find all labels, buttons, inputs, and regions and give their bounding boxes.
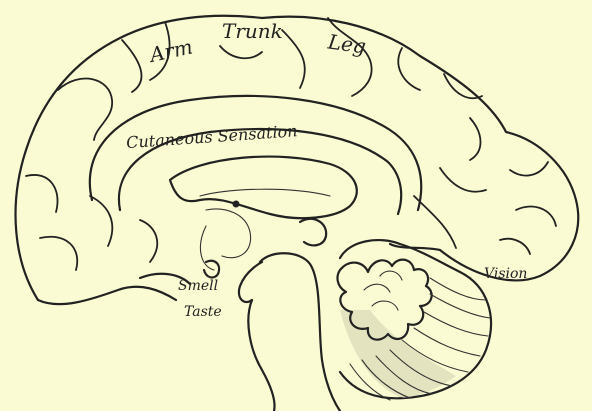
arbor-inner-2 xyxy=(372,301,398,310)
temporal-lower-edge xyxy=(38,287,176,304)
label-leg: Leg xyxy=(326,29,368,58)
thalamus xyxy=(206,209,251,258)
sulcus-11 xyxy=(40,237,77,270)
sulcus-2 xyxy=(122,40,141,92)
sulcus-5 xyxy=(282,30,305,88)
sulcus-9 xyxy=(470,118,481,160)
sulcus-4 xyxy=(220,46,262,58)
label-smell: Smell xyxy=(178,278,218,294)
sulcus-13 xyxy=(140,220,157,262)
label-taste: Taste xyxy=(184,304,222,320)
label-vision: Vision xyxy=(484,266,527,282)
sulcus-15 xyxy=(516,207,556,226)
label-cutaneous-sensation: Cutaneous Sensation xyxy=(126,121,298,152)
hypothalamus xyxy=(200,226,214,270)
pineal xyxy=(300,219,326,246)
fornix xyxy=(200,189,330,196)
corpus-callosum xyxy=(170,157,357,219)
sulcus-10 xyxy=(26,175,58,212)
sulcus-14 xyxy=(510,162,548,176)
sulcus-1 xyxy=(58,79,112,140)
sulcus-12 xyxy=(90,196,112,246)
label-trunk: Trunk xyxy=(222,19,283,43)
cingulate-gyrus xyxy=(90,96,421,210)
arbor-inner-1 xyxy=(364,284,390,292)
brainstem xyxy=(260,253,340,411)
folia-1 xyxy=(430,278,486,300)
folia-2 xyxy=(430,294,490,318)
sulcus-17 xyxy=(440,168,486,192)
sulcus-16 xyxy=(500,239,530,254)
anterior-commissure xyxy=(233,201,240,208)
arbor-inner-3 xyxy=(380,271,402,280)
brainstem-front xyxy=(248,300,274,411)
cerebellum-shade xyxy=(340,310,456,398)
pons xyxy=(239,262,262,302)
label-arm: Arm xyxy=(146,35,195,68)
